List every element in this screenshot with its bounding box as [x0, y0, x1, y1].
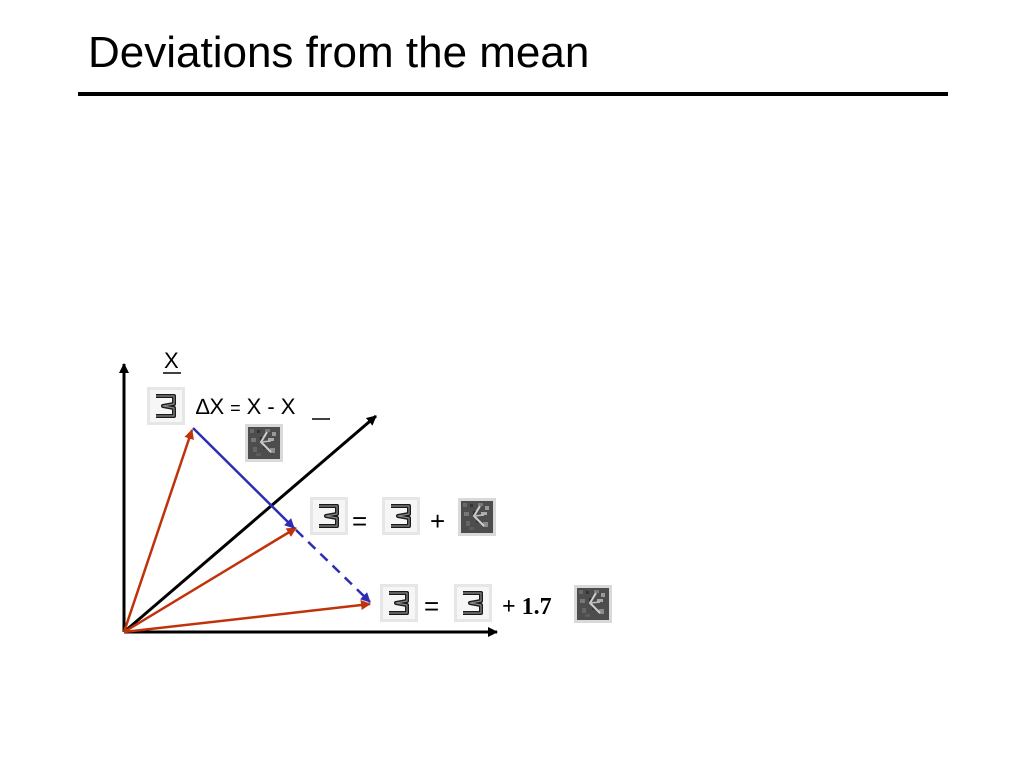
title-underline: [78, 92, 948, 96]
sample2-digit-icon: [378, 582, 420, 624]
eq1-mean-digit-icon: [380, 495, 422, 537]
mean-label: X: [164, 348, 179, 373]
vector-to-sample-2: [123, 600, 371, 634]
mean-direction-axis: [123, 414, 377, 634]
mean-digit-icon: [145, 385, 187, 427]
slide-title: Deviations from the mean: [88, 28, 590, 77]
delta-mean-term: X: [281, 394, 296, 419]
eq2-equals: =: [424, 591, 439, 621]
delta-equals: =: [230, 398, 241, 418]
eq2-mean-digit-icon: [452, 582, 494, 624]
eq2-deviation-icon: [573, 584, 613, 624]
vector-to-sample-1: [123, 526, 297, 634]
eq1-plus: +: [430, 506, 445, 536]
vector-to-mean: [122, 429, 194, 633]
delta-x-label: X: [209, 394, 224, 419]
scaled-deviation-vector: [295, 529, 371, 603]
eq1-deviation-icon: [457, 497, 497, 537]
delta-x-term: X: [247, 394, 262, 419]
eq1-equals: =: [352, 506, 367, 536]
deviation-vector: [192, 427, 295, 529]
delta-minus: -: [267, 394, 274, 419]
delta-equation: ∆X=X-X: [196, 394, 296, 419]
deviation-noise-icon: [244, 423, 284, 463]
eq2-plus-coefficient: + 1.7: [502, 594, 552, 620]
sample1-digit-icon: [308, 495, 350, 537]
delta-symbol: ∆: [196, 394, 210, 419]
